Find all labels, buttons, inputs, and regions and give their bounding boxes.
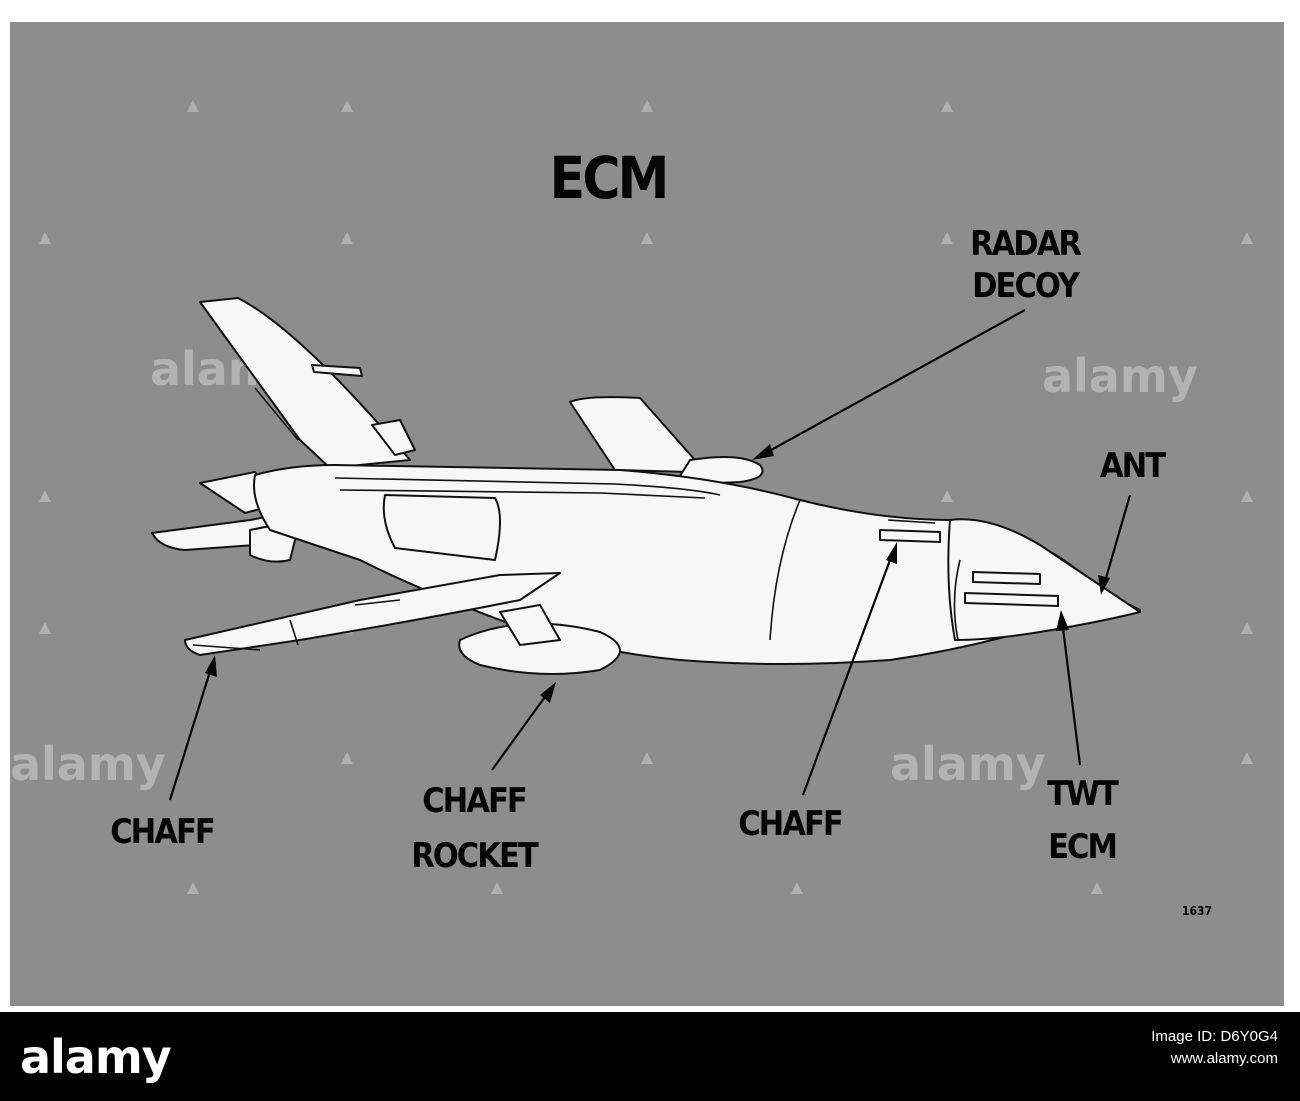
stock-footer: alamy Image ID: D6Y0G4 www.alamy.com bbox=[0, 1012, 1300, 1101]
footer-info: Image ID: D6Y0G4 www.alamy.com bbox=[1151, 1026, 1278, 1070]
watermark-text: alamy bbox=[10, 737, 166, 791]
label-chaff-body: CHAFF bbox=[738, 804, 842, 844]
label-ant: ANT bbox=[1100, 446, 1166, 486]
label-chaff-rocket-2: ROCKET bbox=[411, 836, 539, 876]
label-chaff-wingtip: CHAFF bbox=[110, 812, 214, 852]
watermark-text: alamy bbox=[890, 737, 1046, 791]
footer-logo: alamy bbox=[20, 1030, 171, 1084]
ecm-diagram: alamy alamy alamy alamy alamy bbox=[0, 0, 1300, 1012]
plate-number: 1637 bbox=[1182, 904, 1212, 918]
label-radar: RADAR bbox=[970, 224, 1081, 264]
drone-aircraft bbox=[152, 298, 1140, 674]
photo-print: alamy alamy alamy alamy alamy bbox=[0, 0, 1300, 1012]
diagram-title: ECM bbox=[550, 144, 667, 212]
label-decoy: DECOY bbox=[972, 266, 1081, 306]
label-chaff-rocket-1: CHAFF bbox=[422, 781, 526, 821]
label-ecm: ECM bbox=[1048, 827, 1116, 867]
site-url: www.alamy.com bbox=[1151, 1048, 1278, 1070]
image-id: Image ID: D6Y0G4 bbox=[1151, 1026, 1278, 1048]
label-twt: TWT bbox=[1047, 774, 1119, 814]
watermark-text: alamy bbox=[1042, 349, 1198, 403]
